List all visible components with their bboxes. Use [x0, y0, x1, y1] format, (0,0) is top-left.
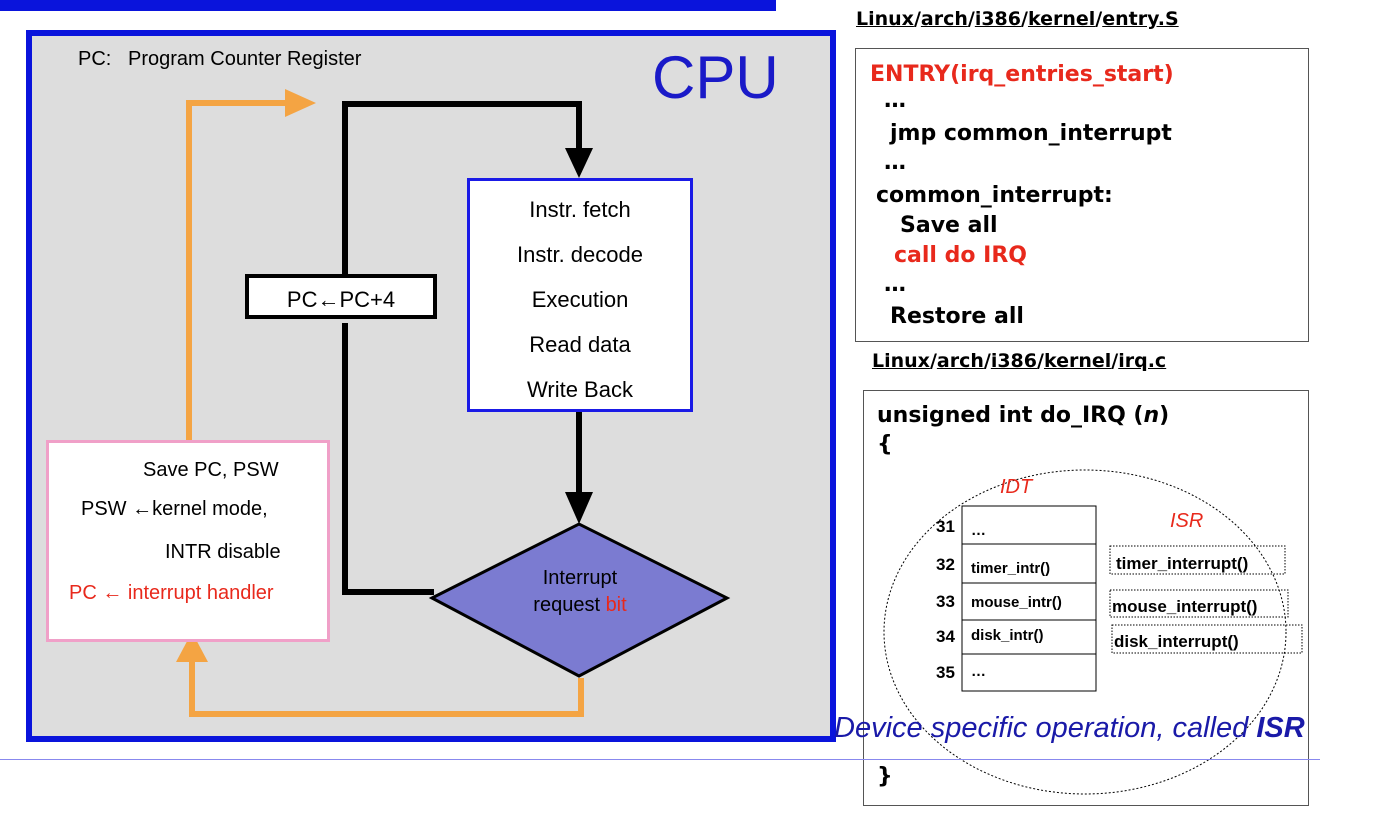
pipeline-step-decode: Instr. decode: [517, 242, 643, 267]
idt-table-border: [961, 505, 1097, 692]
pipeline-step-read-data: Read data: [529, 332, 631, 357]
isr-box-timer: [1109, 545, 1286, 575]
idt-row-entry: mouse_intr(): [971, 594, 1062, 611]
code-line-jmp: jmp common_interrupt: [890, 121, 1172, 146]
isr-label: ISR: [1170, 510, 1204, 532]
interrupt-check-line2-prefix: request: [533, 594, 606, 616]
signature-prefix: unsigned int do_IRQ (: [877, 403, 1144, 428]
idt-row-entry: …: [971, 663, 986, 680]
code-line-ellipsis: …: [884, 150, 906, 175]
orange-arrowhead-right: [285, 89, 316, 117]
isr-entry-disk: disk_interrupt(): [1114, 632, 1239, 651]
idt-row-num: 32: [936, 555, 955, 574]
path-segment: i386: [974, 8, 1022, 30]
idt-label: IDT: [1000, 476, 1033, 498]
handler-step-kernel-mode: PSW ←kernel mode,: [81, 498, 268, 520]
isr-box-mouse: [1109, 589, 1289, 618]
pc-legend: PC: Program Counter Register: [78, 48, 362, 70]
do-irq-signature: unsigned int do_IRQ (n): [877, 403, 1169, 428]
do-irq-scope-ellipse: [883, 469, 1287, 795]
path-segment: kernel: [1027, 8, 1096, 30]
cpu-title: CPU: [652, 44, 779, 111]
interrupt-check-label: Interrupt request bit: [500, 565, 660, 619]
idt-row-num: 35: [936, 663, 955, 682]
orange-arrowhead-up: [176, 632, 208, 662]
slide-divider: [0, 759, 1320, 760]
pipeline-step-execution: Execution: [531, 287, 629, 312]
path-segment: Linux: [872, 350, 930, 372]
isr-entry-mouse: mouse_interrupt(): [1112, 597, 1258, 616]
idt-row-num: 31: [936, 517, 955, 536]
entry-file-path: Linux/arch/i386/kernel/entry.S: [856, 8, 1179, 30]
idt-row-entry: …: [971, 522, 986, 539]
signature-suffix: ): [1159, 403, 1170, 428]
code-line-save-all: Save all: [900, 213, 998, 238]
interrupt-check-diamond: [428, 522, 731, 678]
black-arrowhead-fetch: [565, 148, 593, 178]
open-brace: {: [877, 432, 893, 457]
orange-return-line: [186, 100, 290, 440]
code-line-ellipsis: …: [884, 272, 906, 297]
code-line-restore-all: Restore all: [890, 304, 1024, 329]
interrupt-handler-box: Save PC, PSW PSW ←kernel mode, INTR disa…: [46, 440, 330, 642]
path-segment: entry.S: [1102, 8, 1179, 30]
code-line-entry: ENTRY(irq_entries_start): [870, 62, 1174, 87]
isr-caption-prefix: Device specific operation, called: [834, 712, 1257, 744]
interrupt-check-line1: Interrupt: [542, 567, 618, 589]
pc-increment-label: PC←PC+4: [286, 287, 396, 312]
path-segment: arch: [920, 8, 968, 30]
idt-row-entry: timer_intr(): [971, 560, 1051, 577]
path-segment: irq.c: [1118, 350, 1167, 372]
handler-step-intr-disable: INTR disable: [165, 541, 281, 563]
orange-interrupt-line: [189, 660, 584, 717]
idt-diagram: [883, 469, 1303, 795]
cpu-flow-diagram: [176, 89, 731, 717]
handler-step-save: Save PC, PSW: [143, 459, 279, 481]
isr-entry-timer: timer_interrupt(): [1116, 554, 1249, 573]
interrupt-check-line2: request bit: [500, 592, 660, 619]
pipeline-step-write-back: Write Back: [527, 377, 633, 402]
black-arrowhead-diamond: [565, 492, 593, 524]
signature-param: n: [1143, 403, 1160, 428]
header-bar: [0, 0, 776, 11]
idt-row-num: 34: [936, 627, 955, 646]
handler-step-pc-handler: PC ← interrupt handler: [69, 582, 274, 604]
pipeline-step-fetch: Instr. fetch: [529, 197, 631, 222]
path-segment: kernel: [1043, 350, 1112, 372]
path-segment: Linux: [856, 8, 914, 30]
isr-caption: Device specific operation, called ISR: [834, 712, 1305, 745]
code-line-call-do-irq: call do IRQ: [894, 243, 1027, 268]
interrupt-check-line2-highlight: bit: [605, 594, 627, 616]
entry-code-box: [855, 48, 1309, 342]
code-line-common-interrupt: common_interrupt:: [876, 183, 1113, 208]
close-brace: }: [877, 764, 893, 789]
irq-file-path: Linux/arch/i386/kernel/irq.c: [872, 350, 1167, 372]
isr-caption-bold: ISR: [1256, 712, 1305, 744]
path-segment: arch: [936, 350, 984, 372]
pipeline-box: Instr. fetch Instr. decode Execution Rea…: [467, 178, 693, 412]
idt-row-entry: disk_intr(): [971, 627, 1044, 644]
idt-row-num: 33: [936, 592, 955, 611]
path-segment: i386: [990, 350, 1038, 372]
code-line-ellipsis: …: [884, 88, 906, 113]
isr-box-disk: [1111, 624, 1303, 654]
pc-increment-box: PC←PC+4: [245, 274, 437, 319]
black-fetch-line: [342, 101, 582, 274]
